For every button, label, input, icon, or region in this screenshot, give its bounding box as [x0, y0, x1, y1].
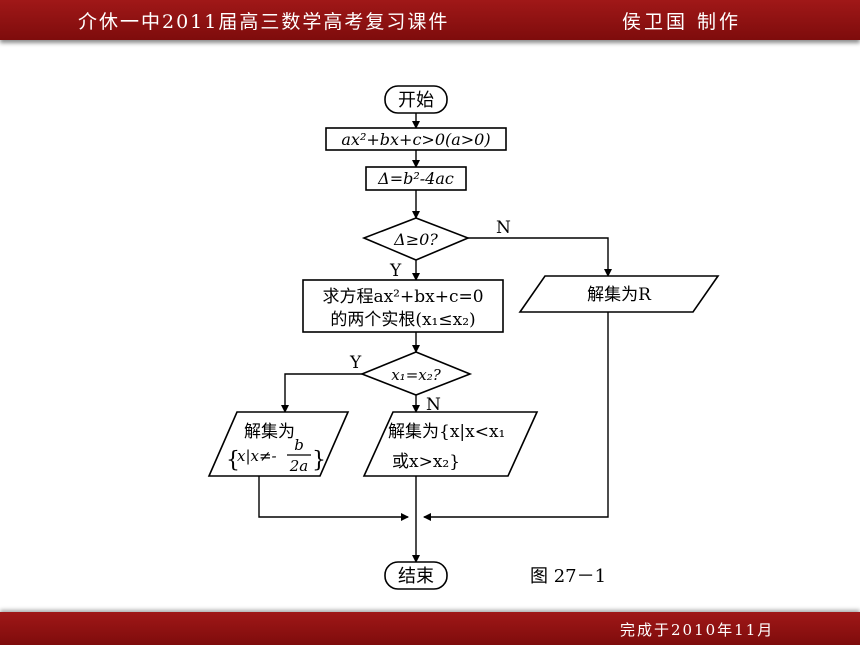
end-label: 结束 — [398, 566, 434, 587]
result-left-expr: x|x≠- — [237, 447, 277, 465]
discriminant-box — [365, 166, 467, 191]
result-mid-line2: 或x>x₂} — [392, 452, 460, 472]
result-r-box — [518, 275, 720, 313]
inequality-label: ax²+bx+c>0(a>0) — [341, 130, 490, 149]
result-left-num: b — [294, 436, 304, 454]
result-left-line1: 解集为 — [244, 422, 295, 442]
result-left-box — [207, 411, 350, 477]
header-title: 介休一中2011届高三数学高考复习课件 — [78, 11, 450, 33]
figure-caption: 图 27－1 — [530, 566, 606, 587]
decision-equal-roots — [359, 351, 473, 396]
decision1-label: Δ≥0? — [393, 230, 438, 249]
inequality-box — [325, 127, 507, 151]
result-mid-box — [362, 411, 539, 477]
label-y1: Y — [389, 261, 402, 281]
label-y2: Y — [349, 353, 362, 373]
result-mid-line1: 解集为{x|x<x₁ — [388, 422, 505, 442]
header-author: 侯卫国 制作 — [622, 11, 742, 33]
arrow-dec2-yes — [281, 373, 362, 413]
solve-line2: 的两个实根(x₁≤x₂) — [330, 310, 475, 330]
discriminant-label: Δ=b²-4ac — [377, 169, 454, 188]
solve-line1: 求方程ax²+bx+c=0 — [322, 287, 483, 307]
result-left-den: 2a — [289, 457, 309, 475]
label-n1: N — [496, 218, 511, 238]
start-terminator — [384, 85, 448, 114]
label-n2: N — [426, 395, 441, 415]
decision2-label: x₁=x₂? — [391, 366, 442, 384]
line-left-to-merge — [258, 476, 409, 521]
result-r-label: 解集为R — [587, 285, 652, 305]
arrow-dec1-no — [468, 237, 612, 277]
result-left-close: } — [312, 448, 326, 473]
line-right-to-merge — [423, 312, 609, 521]
end-terminator — [384, 561, 448, 590]
start-label: 开始 — [398, 90, 434, 111]
result-left-open: { — [226, 448, 240, 473]
footer-text: 完成于2010年11月 — [620, 621, 775, 639]
header-bar: 介休一中2011届高三数学高考复习课件 侯卫国 制作 — [0, 0, 860, 40]
footer-bar: 完成于2010年11月 — [0, 612, 860, 645]
decision-discriminant — [361, 217, 471, 261]
solve-box — [302, 279, 504, 333]
